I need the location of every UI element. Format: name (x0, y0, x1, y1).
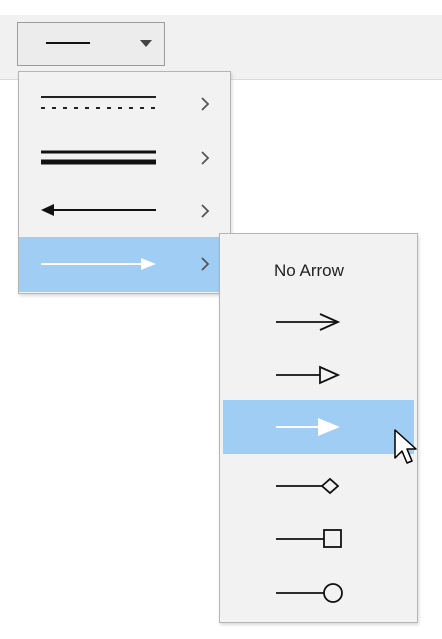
submenu-item-filled-triangle-arrow[interactable] (223, 400, 414, 454)
menu-item-dashed-line[interactable] (19, 76, 230, 131)
dashed-line-icon (41, 96, 156, 109)
menu-item-arrow-right-line[interactable] (19, 237, 230, 292)
diamond-end-icon (276, 477, 340, 495)
no-arrow-label: No Arrow (274, 261, 344, 280)
submenu-item-circle-end[interactable] (220, 566, 417, 620)
submenu-item-no-arrow[interactable]: No Arrow (220, 239, 417, 293)
submenu-item-square-end[interactable] (220, 512, 417, 566)
chevron-right-icon (201, 97, 210, 111)
chevron-right-icon (201, 151, 210, 165)
solid-line-icon (46, 42, 90, 44)
double-line-icon (41, 150, 156, 165)
menu-item-double-line[interactable] (19, 131, 230, 186)
square-end-icon (276, 529, 342, 548)
hollow-triangle-arrow-icon (276, 365, 341, 385)
mouse-cursor-icon (394, 429, 417, 464)
line-style-dropdown[interactable] (17, 22, 165, 66)
chevron-right-icon (201, 257, 210, 271)
chevron-right-icon (201, 204, 210, 218)
chevron-down-icon (140, 40, 152, 47)
circle-end-icon (276, 583, 343, 603)
arrow-right-line-icon (41, 258, 156, 270)
line-style-menu (18, 71, 231, 294)
submenu-item-hollow-triangle-arrow[interactable] (220, 347, 417, 401)
open-arrow-icon (276, 313, 341, 331)
menu-item-arrow-left-line[interactable] (19, 185, 230, 240)
arrow-left-line-icon (41, 204, 156, 216)
submenu-item-diamond-end[interactable] (220, 459, 417, 513)
filled-triangle-arrow-icon (276, 418, 340, 436)
arrow-style-submenu: No Arrow (219, 233, 418, 623)
submenu-item-open-arrow[interactable] (220, 294, 417, 348)
